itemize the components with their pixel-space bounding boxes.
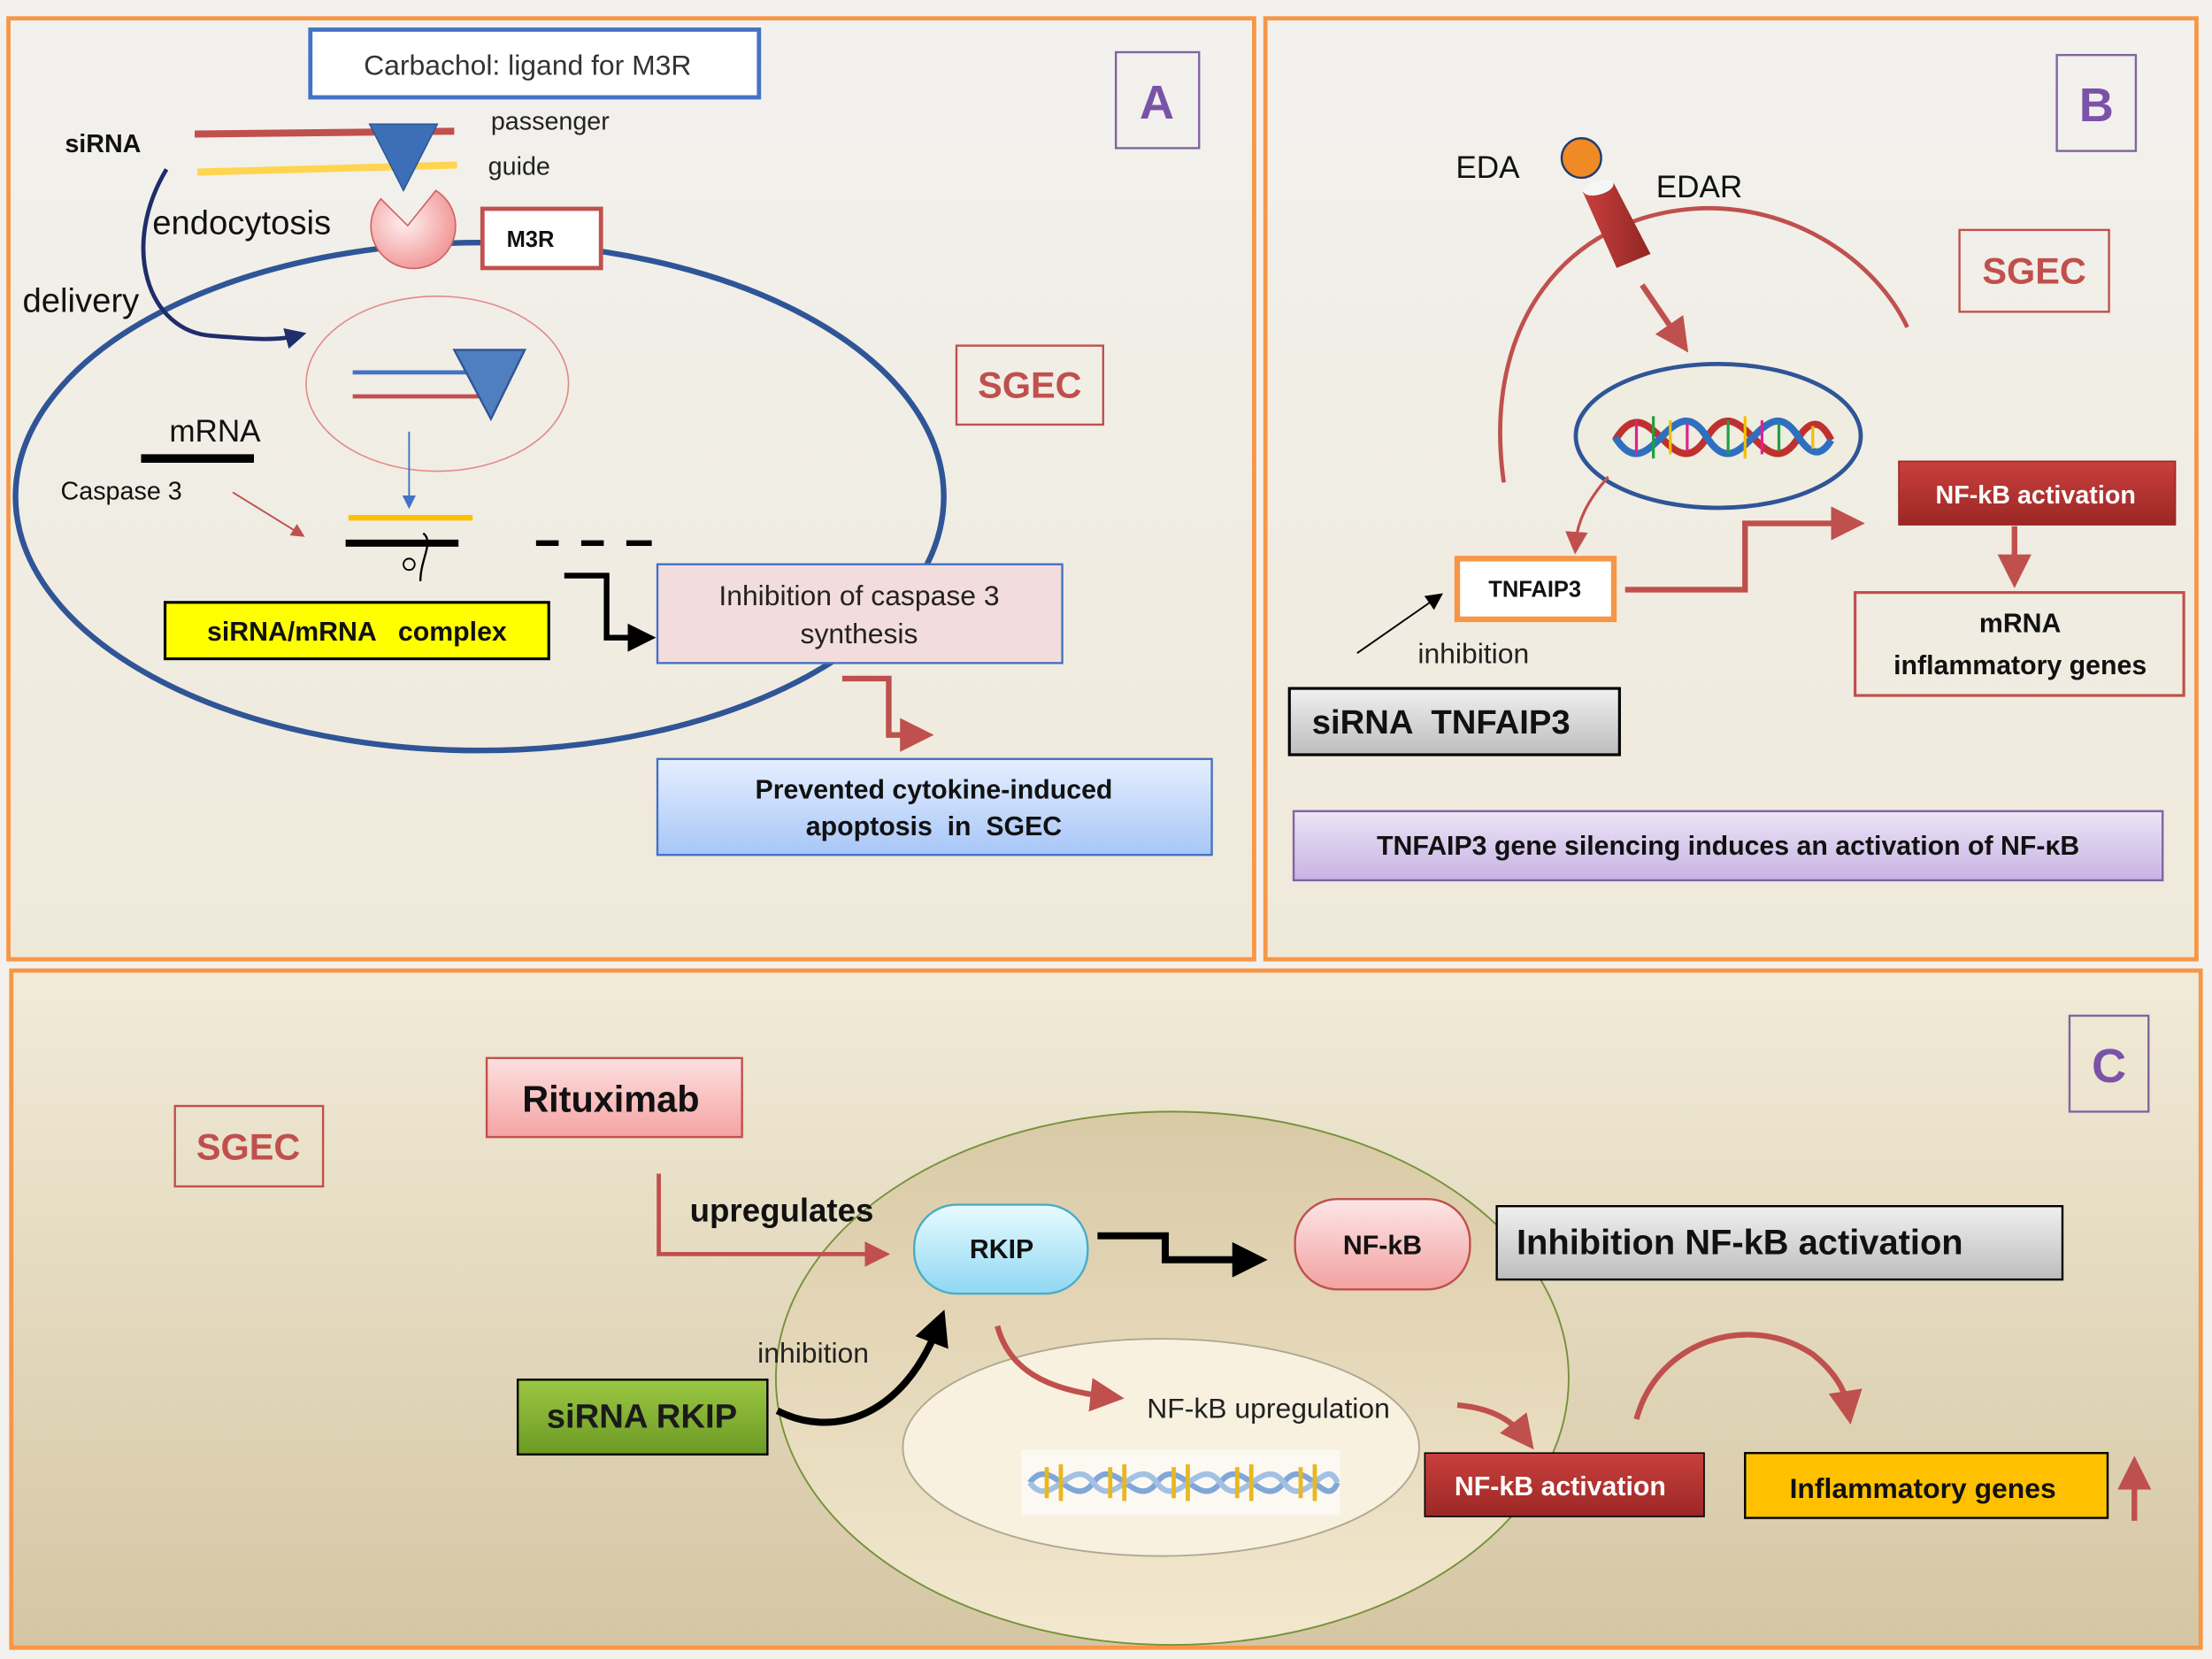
sirna-rkip-text: siRNA RKIP — [547, 1398, 737, 1436]
m3r-receptor-icon — [370, 189, 457, 270]
edar-receptor-icon — [1582, 180, 1651, 268]
sirna-rkip-box — [516, 1379, 769, 1456]
delivery-arrow — [141, 168, 307, 349]
dicer-triangle-icon — [368, 123, 439, 192]
sirna-inhibition-arrow — [775, 1310, 949, 1426]
inhibition-nfkb-box — [1495, 1205, 2064, 1281]
panel-a-cell-label-box — [955, 344, 1105, 426]
rkip-pill — [912, 1203, 1089, 1295]
rkip-to-nfkb-arrow — [1097, 1232, 1268, 1278]
rituximab-text: Rituximab — [522, 1078, 699, 1119]
inflammatory-genes-box — [1744, 1452, 2109, 1519]
caspase-arrow — [232, 491, 305, 537]
nucleus — [1573, 361, 1863, 511]
endocytosis-label: endocytosis — [152, 204, 331, 242]
sirna-tnfaip3-text: siRNA TNFAIP3 — [1312, 703, 1571, 741]
panel-c: C SGEC Rituximab upregulates RKIP NF-kB … — [9, 968, 2203, 1650]
summary-box-text: TNFAIP3 gene silencing induces an activa… — [1377, 832, 2079, 861]
ligand-box — [308, 27, 762, 100]
scissors-icon — [403, 532, 429, 581]
panel-a-label-box — [1114, 50, 1201, 150]
complex-box — [163, 601, 550, 661]
delivery-label: delivery — [23, 281, 141, 319]
sirna-tnfaip3-box — [1287, 687, 1621, 757]
rkip-to-upregulation-arrow — [995, 1325, 1125, 1412]
m3r-label-box — [480, 206, 603, 271]
inhibition-nfkb-text: Inhibition NF-kB activation — [1517, 1223, 1963, 1262]
rituximab-box — [485, 1056, 743, 1139]
upregulation-to-activation-arrow — [1456, 1402, 1534, 1450]
inhibition-box — [656, 563, 1064, 664]
panel-a-label: A — [1140, 76, 1174, 129]
inhibition-arrow — [1356, 593, 1443, 654]
tnfaip3-box — [1454, 556, 1617, 623]
panel-b-inhibition-label: inhibition — [1417, 637, 1529, 669]
activation-to-genes-arrow — [1633, 1332, 1863, 1425]
panel-b-cell-label-box — [1958, 228, 2110, 313]
mrna-inflammatory-line1: mRNA — [1979, 609, 2062, 638]
panel-c-label-box — [2068, 1014, 2150, 1113]
tnfaip3-to-nfkb-arrow — [1624, 506, 1865, 593]
risc-triangle-icon — [452, 349, 527, 422]
cell-membrane — [12, 240, 947, 754]
guide-label: guide — [488, 153, 550, 181]
mrna-label: mRNA — [169, 414, 261, 449]
nfkb-pill — [1294, 1198, 1471, 1291]
complex-to-inhibition-arrow — [564, 572, 657, 652]
rituximab-to-rkip-arrow — [657, 1173, 891, 1267]
outcome-box — [656, 757, 1213, 856]
panel-a: A Carbachol: ligand for M3R siRNA passen… — [6, 16, 1256, 962]
nfkb-activation-text: NF-kB activation — [1936, 481, 2136, 510]
panel-c-inhibition-label: inhibition — [757, 1337, 869, 1369]
nfkb-upregulation-label: NF-kB upregulation — [1147, 1392, 1390, 1424]
panel-a-cell-label: SGEC — [978, 365, 1081, 406]
cell-membrane-arc — [1498, 205, 1909, 483]
panel-c-label: C — [2092, 1040, 2126, 1093]
nfkb-activation-text: NF-kB activation — [1455, 1472, 1666, 1502]
tnfaip3-box-text: TNFAIP3 — [1488, 577, 1581, 602]
panel-b: B EDA EDAR — [1263, 16, 2199, 962]
summary-box — [1292, 810, 2164, 882]
edar-to-nucleus-arrow — [1640, 283, 1689, 353]
panel-b-label-box — [2055, 53, 2138, 152]
m3r-label: M3R — [507, 227, 555, 252]
dna-helix-icon — [1021, 1450, 1340, 1516]
nucleus-to-tnfaip3-arrow — [1565, 475, 1609, 555]
eda-label: EDA — [1455, 150, 1520, 185]
sirna-label: siRNA — [65, 130, 141, 158]
inhibition-box-line2: synthesis — [801, 618, 918, 649]
panel-b-label: B — [2079, 79, 2114, 132]
complex-box-text: siRNA/mRNA complex — [207, 618, 507, 647]
inflammatory-genes-text: Inflammatory genes — [1790, 1472, 2056, 1504]
outcome-box-line2: apoptosis in SGEC — [806, 812, 1063, 841]
upregulates-label: upregulates — [690, 1193, 874, 1229]
ligand-box-text: Carbachol: ligand for M3R — [364, 50, 691, 81]
inhibition-to-outcome-arrow — [841, 675, 934, 752]
caspase-label: Caspase 3 — [61, 477, 182, 505]
panel-c-cell-label: SGEC — [196, 1126, 300, 1168]
panel-c-cell-label-box — [173, 1104, 325, 1188]
endosome — [305, 296, 570, 472]
nfkb-activation-box — [1424, 1452, 1705, 1517]
outcome-box-line1: Prevented cytokine-induced — [756, 775, 1113, 804]
edar-label: EDAR — [1656, 170, 1742, 204]
nfkb-text: NF-kB — [1343, 1231, 1422, 1260]
mrna-inflammatory-line2: inflammatory genes — [1893, 651, 2147, 680]
eda-ligand-icon — [1560, 137, 1602, 180]
dna-helix-icon — [1612, 416, 1835, 459]
panel-b-cell-label: SGEC — [1982, 250, 2085, 291]
passenger-label: passenger — [491, 108, 610, 136]
nfkb-activation-box — [1898, 460, 2177, 526]
inhibition-box-line1: Inhibition of caspase 3 — [718, 580, 999, 611]
mrna-inflammatory-box — [1854, 591, 2185, 697]
rkip-text: RKIP — [970, 1235, 1033, 1264]
nucleus — [902, 1338, 1420, 1557]
